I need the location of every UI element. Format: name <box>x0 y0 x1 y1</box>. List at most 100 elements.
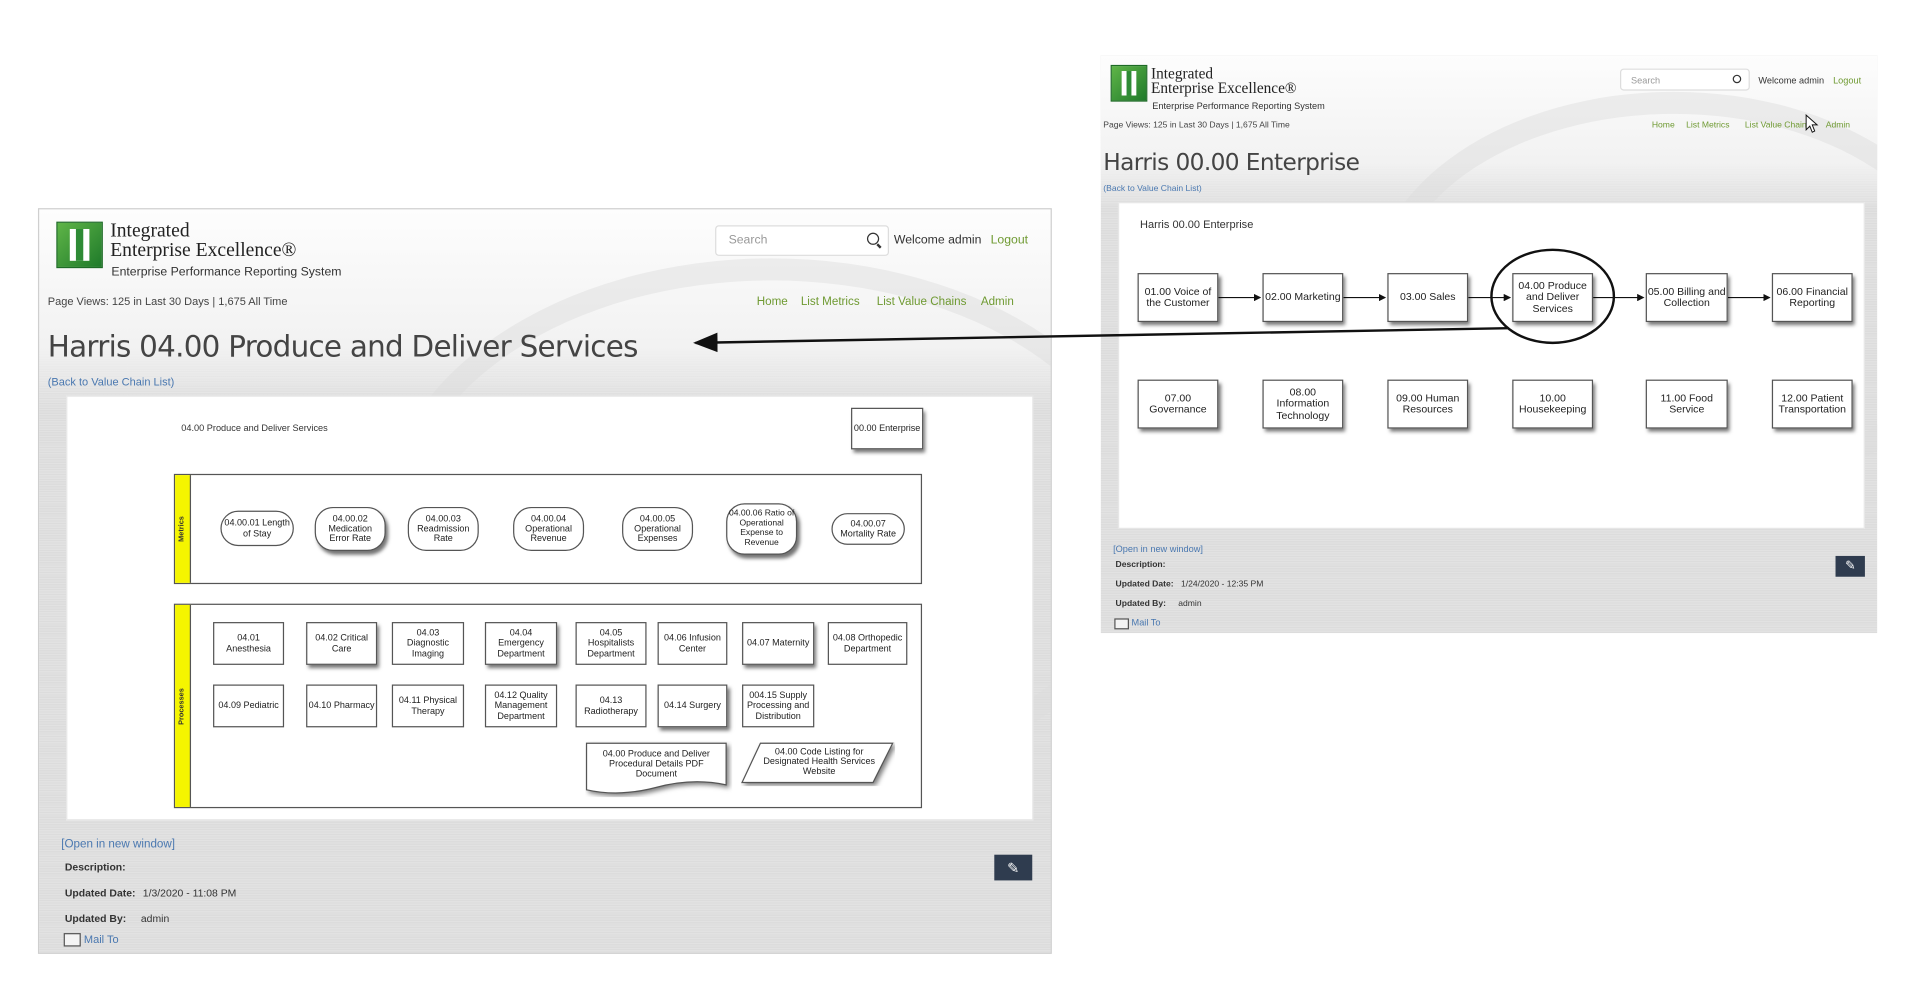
metric-node[interactable]: 04.00.03 Readmission Rate <box>407 506 479 552</box>
process-node[interactable]: 04.12 Quality Management Department <box>484 684 558 728</box>
search-input[interactable]: Search <box>715 225 889 256</box>
logo-line2: Enterprise Excellence® <box>110 240 297 261</box>
metric-node[interactable]: 04.00.05 Operational Expenses <box>622 506 694 552</box>
value-chain-diagram: 04.00 Produce and Deliver Services 00.00… <box>66 395 1034 821</box>
mail-to-label[interactable]: Mail To <box>1131 617 1161 629</box>
processes-lane-label: Processes <box>175 604 192 807</box>
left-panel-screenshot: Integrated Enterprise Excellence® Enterp… <box>37 208 1052 954</box>
open-new-window-link[interactable]: [Open in new window] <box>61 837 176 852</box>
logo-tagline: Enterprise Performance Reporting System <box>1152 100 1325 112</box>
nav-list-value-chains[interactable]: List Value Chains <box>1744 121 1811 130</box>
logout-link[interactable]: Logout <box>1833 74 1862 86</box>
logo-tagline: Enterprise Performance Reporting System <box>111 265 342 280</box>
logout-link[interactable]: Logout <box>990 233 1029 248</box>
open-new-window-link[interactable]: [Open in new window] <box>1113 543 1203 555</box>
updated-by-row: Updated By:admin <box>1115 600 1202 609</box>
document-node[interactable]: 04.00 Produce and Deliver Procedural Det… <box>602 747 710 779</box>
chain-node[interactable]: 06.00 Financial Reporting <box>1771 273 1853 323</box>
metric-node[interactable]: 04.00.02 Medication Error Rate <box>314 506 386 552</box>
page-views: Page Views: 125 in Last 30 Days | 1,675 … <box>1103 121 1290 130</box>
edit-button[interactable]: ✎ <box>994 854 1033 881</box>
metric-node[interactable]: 04.00.04 Operational Revenue <box>513 506 585 552</box>
metric-node[interactable]: 04.00.06 Ratio of Operational Expense to… <box>726 503 798 555</box>
mail-to-link[interactable]: Mail To <box>1114 617 1160 629</box>
mail-to-label[interactable]: Mail To <box>83 933 119 946</box>
metrics-lane-label: Metrics <box>175 475 192 583</box>
chain-node[interactable]: 05.00 Billing and Collection <box>1645 273 1728 323</box>
chain-node[interactable]: 01.00 Voice of the Customer <box>1137 273 1219 323</box>
chain-node[interactable]: 11.00 Food Service <box>1645 379 1728 429</box>
parent-node-enterprise[interactable]: 00.00 Enterprise <box>851 407 924 450</box>
process-node[interactable]: 04.11 Physical Therapy <box>391 684 465 728</box>
diagram-caption: Harris 00.00 Enterprise <box>1140 217 1254 231</box>
process-node[interactable]: 04.08 Orthopedic Department <box>827 622 908 665</box>
process-node[interactable]: 04.04 Emergency Department <box>484 622 558 665</box>
process-node[interactable]: 04.14 Surgery <box>657 684 728 728</box>
page-title: Harris 04.00 Produce and Deliver Service… <box>47 329 639 364</box>
logo-line1: Integrated <box>1151 64 1214 83</box>
metrics-lane: Metrics <box>173 473 923 585</box>
description-label: Description: <box>1115 560 1166 570</box>
nav-home[interactable]: Home <box>756 295 788 309</box>
process-node[interactable]: 04.10 Pharmacy <box>306 684 378 728</box>
nav-list-value-chains[interactable]: List Value Chains <box>876 295 967 309</box>
page-views: Page Views: 125 in Last 30 Days | 1,675 … <box>47 295 288 308</box>
back-to-value-chain-link[interactable]: (Back to Value Chain List) <box>1103 184 1202 194</box>
chain-node[interactable]: 09.00 Human Resources <box>1387 379 1469 429</box>
pencil-icon: ✎ <box>1845 559 1856 574</box>
chain-node[interactable]: 12.00 Patient Transportation <box>1771 379 1853 429</box>
callout-arrow <box>693 326 1509 353</box>
website-parallelogram-shape <box>741 742 894 784</box>
pencil-icon: ✎ <box>1007 858 1020 877</box>
logo-line2: Enterprise Excellence® <box>1151 79 1297 97</box>
process-node[interactable]: 004.15 Supply Processing and Distributio… <box>742 684 815 728</box>
updated-date: 1/24/2020 - 12:35 PM <box>1180 580 1264 589</box>
highlight-circle <box>1490 248 1616 345</box>
iee-logo-icon <box>56 221 103 269</box>
logo-line1: Integrated <box>110 220 190 242</box>
nav-admin[interactable]: Admin <box>1825 121 1851 130</box>
chain-node-highlighted[interactable]: 04.00 Produce and Deliver Services <box>1512 273 1594 323</box>
welcome-text: Welcome admin <box>1758 74 1825 86</box>
chain-node[interactable]: 02.00 Marketing <box>1262 273 1344 323</box>
edit-button[interactable]: ✎ <box>1835 555 1865 577</box>
mail-icon <box>63 933 81 947</box>
chain-node[interactable]: 08.00 Information Technology <box>1262 379 1344 429</box>
process-node[interactable]: 04.07 Maternity <box>742 622 815 665</box>
process-node[interactable]: 04.03 Diagnostic Imaging <box>391 622 465 665</box>
process-node[interactable]: 04.05 Hospitalists Department <box>575 622 647 665</box>
updated-date-row: Updated Date:1/24/2020 - 12:35 PM <box>1115 580 1264 589</box>
value-chain-diagram: Harris 00.00 Enterprise 01.00 Voice of t… <box>1117 202 1865 529</box>
nav-home[interactable]: Home <box>1651 121 1675 130</box>
diagram-caption: 04.00 Produce and Deliver Services <box>181 422 328 434</box>
chain-node[interactable]: 03.00 Sales <box>1387 273 1469 323</box>
process-node[interactable]: 04.13 Radiotherapy <box>575 684 647 728</box>
process-node[interactable]: 04.01 Anesthesia <box>213 622 285 665</box>
chain-node[interactable]: 10.00 Housekeeping <box>1512 379 1594 429</box>
mail-icon <box>1114 617 1129 629</box>
nav-admin[interactable]: Admin <box>980 295 1014 309</box>
page-title: Harris 00.00 Enterprise <box>1103 149 1360 177</box>
process-node[interactable]: 04.09 Pediatric <box>213 684 285 728</box>
search-icon[interactable] <box>1732 74 1742 84</box>
mail-to-link[interactable]: Mail To <box>63 933 119 947</box>
right-panel-screenshot: Integrated Enterprise Excellence® Enterp… <box>1100 55 1878 634</box>
mouse-cursor-icon <box>1805 114 1819 133</box>
description-label: Description: <box>64 860 126 874</box>
chain-node[interactable]: 07.00 Governance <box>1137 379 1219 429</box>
nav-list-metrics[interactable]: List Metrics <box>1686 121 1730 130</box>
nav-list-metrics[interactable]: List Metrics <box>800 295 860 309</box>
metric-node[interactable]: 04.00.01 Length of Stay <box>220 510 294 547</box>
updated-by: admin <box>1178 600 1202 609</box>
search-placeholder: Search <box>728 233 768 248</box>
updated-by: admin <box>140 912 170 925</box>
metric-node[interactable]: 04.00.07 Mortality Rate <box>831 513 905 545</box>
website-node[interactable]: 04.00 Code Listing for Designated Health… <box>763 745 876 777</box>
search-input[interactable]: Search <box>1620 68 1750 91</box>
process-node[interactable]: 04.02 Critical Care <box>306 622 378 665</box>
back-to-value-chain-link[interactable]: (Back to Value Chain List) <box>47 375 175 389</box>
process-node[interactable]: 04.06 Infusion Center <box>657 622 728 665</box>
search-icon[interactable] <box>866 232 880 245</box>
